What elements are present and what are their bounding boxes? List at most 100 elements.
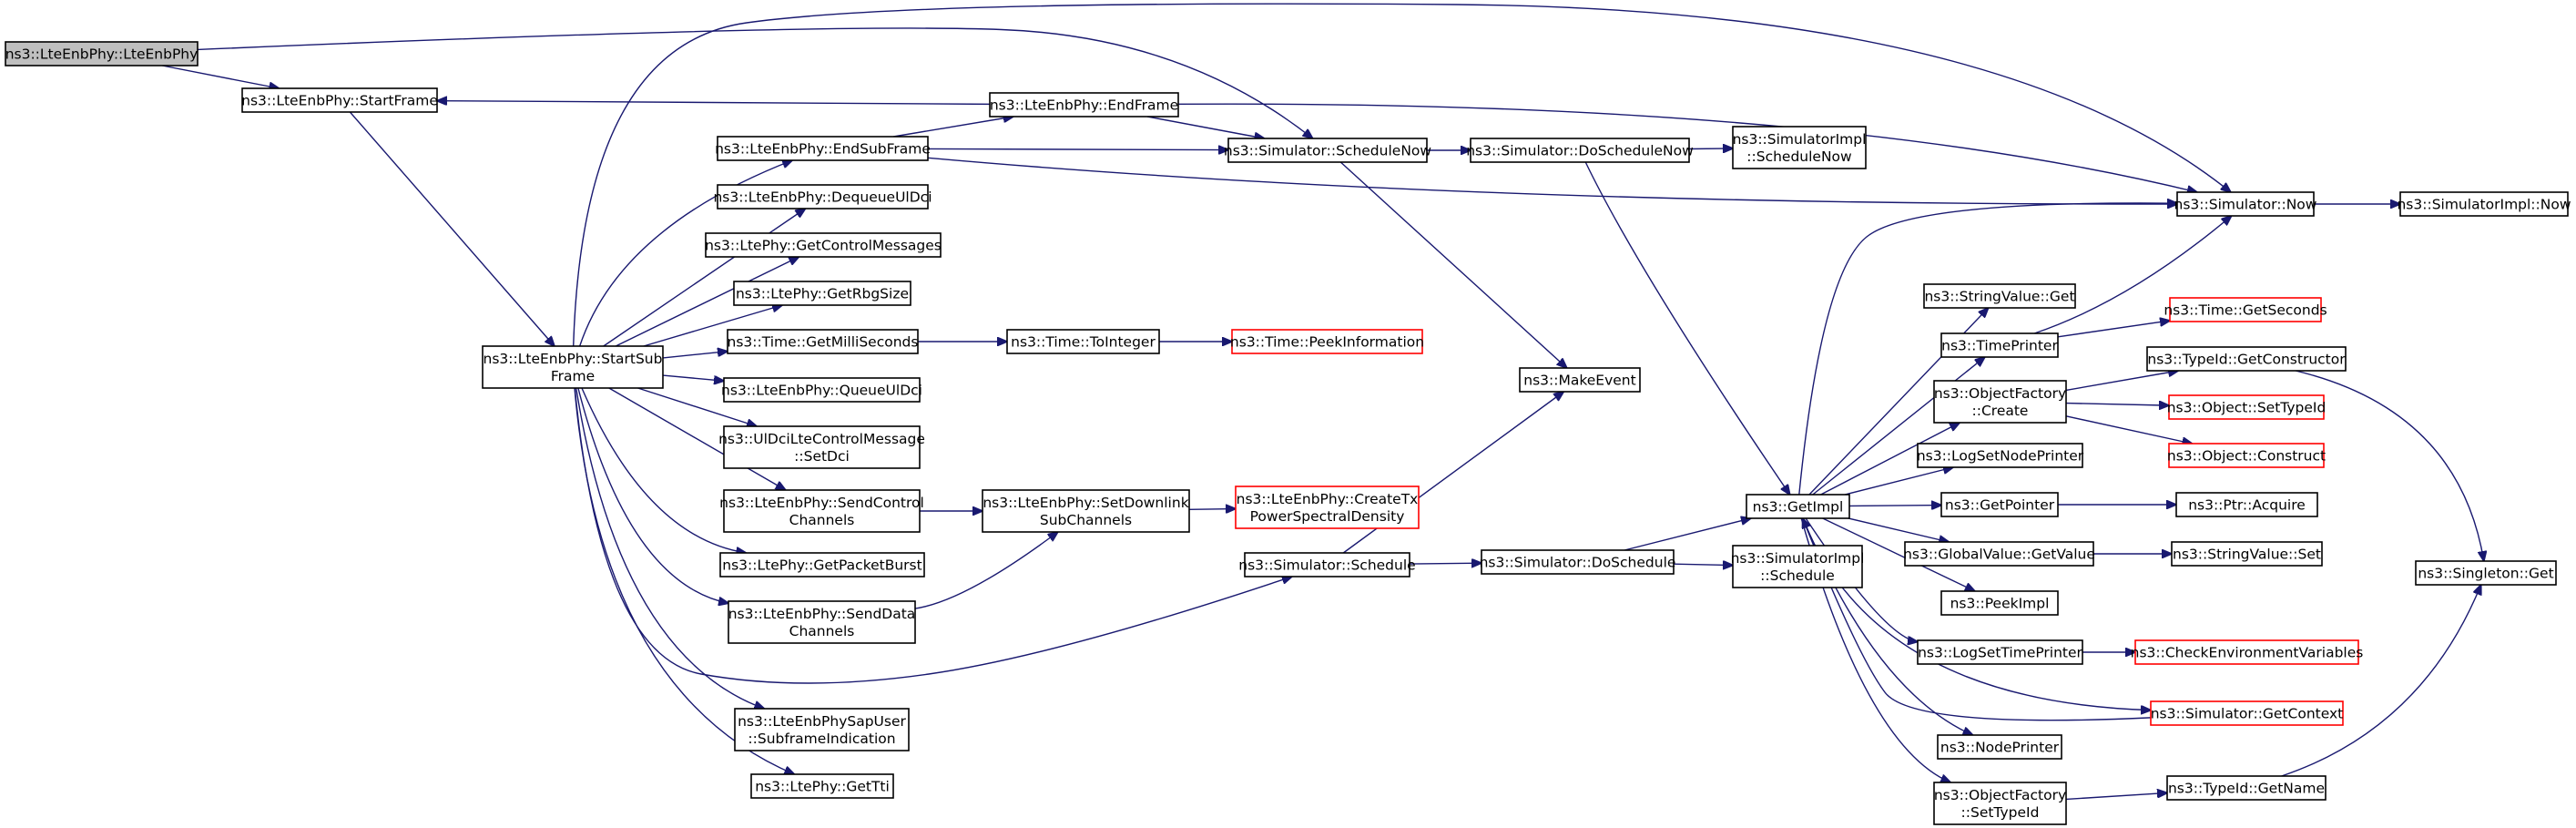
node-box[interactable] [2171, 541, 2323, 567]
node-doschedule[interactable]: ns3::Simulator::DoSchedule [1480, 549, 1676, 575]
node-box[interactable] [1470, 138, 1690, 163]
node-box[interactable] [723, 489, 921, 533]
node-box[interactable] [717, 136, 929, 161]
node-box[interactable] [1940, 332, 2059, 358]
node-schedulenow[interactable]: ns3::Simulator::ScheduleNow [1224, 138, 1431, 163]
node-box[interactable] [1933, 782, 2067, 825]
node-queueuldci[interactable]: ns3::LteEnbPhy::QueueUlDci [721, 377, 922, 403]
node-getpointer[interactable]: ns3::GetPointer [1940, 492, 2059, 517]
node-simulator_now[interactable]: ns3::Simulator::Now [2174, 191, 2317, 217]
node-box[interactable] [5, 41, 199, 66]
node-schedule[interactable]: ns3::Simulator::Schedule [1238, 552, 1416, 578]
node-box[interactable] [1519, 367, 1641, 393]
node-stringvalue_set[interactable]: ns3::StringValue::Set [2171, 541, 2323, 567]
node-box[interactable] [723, 425, 921, 469]
node-simimpl_schedulenow[interactable]: ns3::SimulatorImpl::ScheduleNow [1732, 126, 1867, 169]
node-getimpl[interactable]: ns3::GetImpl [1746, 494, 1850, 519]
node-startframe[interactable]: ns3::LteEnbPhy::StartFrame [241, 87, 438, 113]
node-box[interactable] [1227, 138, 1428, 163]
node-time_getseconds[interactable]: ns3::Time::GetSeconds [2164, 297, 2327, 322]
node-typeid_getname[interactable]: ns3::TypeId::GetName [2166, 775, 2327, 801]
node-box[interactable] [1933, 380, 2067, 424]
node-box[interactable] [1732, 545, 1863, 588]
node-box[interactable] [733, 281, 911, 306]
node-logsettimeprinter[interactable]: ns3::LogSetTimePrinter [1917, 639, 2083, 665]
node-endframe[interactable]: ns3::LteEnbPhy::EndFrame [989, 92, 1179, 118]
node-box[interactable] [1904, 541, 2094, 567]
node-box[interactable] [728, 600, 916, 644]
node-box[interactable] [1244, 552, 1410, 578]
node-getrbgsize[interactable]: ns3::LtePhy::GetRbgSize [733, 281, 911, 306]
node-globalvalue_getvalue[interactable]: ns3::GlobalValue::GetValue [1903, 541, 2095, 567]
node-box[interactable] [1940, 590, 2059, 616]
node-subframeindication[interactable]: ns3::LteEnbPhySapUser::SubframeIndicatio… [734, 708, 910, 751]
node-objectfactory_create[interactable]: ns3::ObjectFactory::Create [1933, 380, 2067, 424]
node-box[interactable] [2150, 700, 2344, 726]
node-box[interactable] [2146, 346, 2347, 372]
node-tointeger[interactable]: ns3::Time::ToInteger [1006, 329, 1160, 354]
node-checkenvvars[interactable]: ns3::CheckEnvironmentVariables [2131, 639, 2364, 665]
node-box[interactable] [2168, 394, 2325, 420]
node-box[interactable] [2168, 443, 2325, 468]
node-box[interactable] [719, 552, 925, 578]
node-stringvalue_get[interactable]: ns3::StringValue::Get [1923, 283, 2076, 309]
node-box[interactable] [1746, 494, 1850, 519]
node-box[interactable] [705, 232, 942, 258]
node-simulator_getcontext[interactable]: ns3::Simulator::GetContext [2150, 700, 2344, 726]
node-box[interactable] [2134, 639, 2359, 665]
node-box[interactable] [1235, 486, 1420, 529]
node-box[interactable] [1923, 283, 2076, 309]
node-uldcisetdci[interactable]: ns3::UlDciLteControlMessage::SetDci [718, 425, 925, 469]
node-logsetnodeprinter[interactable]: ns3::LogSetNodePrinter [1917, 443, 2084, 468]
node-box[interactable] [717, 184, 929, 210]
node-createtxpsd[interactable]: ns3::LteEnbPhy::CreateTxPowerSpectralDen… [1235, 486, 1420, 529]
node-endsubframe[interactable]: ns3::LteEnbPhy::EndSubFrame [715, 136, 931, 161]
node-box[interactable] [241, 87, 438, 113]
node-timeprinter[interactable]: ns3::TimePrinter [1940, 332, 2059, 358]
node-box[interactable] [2175, 492, 2318, 517]
node-ptr_acquire[interactable]: ns3::Ptr::Acquire [2175, 492, 2318, 517]
node-box[interactable] [1481, 549, 1675, 575]
node-dequeueuldci[interactable]: ns3::LteEnbPhy::DequeueUlDci [713, 184, 932, 210]
node-box[interactable] [750, 773, 894, 799]
node-box[interactable] [2166, 775, 2327, 801]
node-getpacketburst[interactable]: ns3::LtePhy::GetPacketBurst [719, 552, 925, 578]
node-peekinformation[interactable]: ns3::Time::PeekInformation [1230, 329, 1424, 354]
node-box[interactable] [1732, 126, 1867, 169]
node-objectfactory_settypeid[interactable]: ns3::ObjectFactory::SetTypeId [1933, 782, 2067, 825]
node-box[interactable] [1231, 329, 1423, 354]
node-peekimpl[interactable]: ns3::PeekImpl [1940, 590, 2059, 616]
node-box[interactable] [1940, 492, 2059, 517]
node-nodeprinter[interactable]: ns3::NodePrinter [1937, 734, 2062, 760]
node-box[interactable] [2169, 297, 2322, 322]
node-gettti[interactable]: ns3::LtePhy::GetTti [750, 773, 894, 799]
node-typeid_getconstructor[interactable]: ns3::TypeId::GetConstructor [2146, 346, 2347, 372]
node-simimpl_now[interactable]: ns3::SimulatorImpl::Now [2397, 191, 2571, 217]
node-simimpl_schedule[interactable]: ns3::SimulatorImpl::Schedule [1731, 545, 1865, 588]
node-object_settypeid[interactable]: ns3::Object::SetTypeId [2167, 394, 2327, 420]
node-box[interactable] [727, 329, 919, 354]
node-makeevent[interactable]: ns3::MakeEvent [1519, 367, 1641, 393]
node-box[interactable] [982, 489, 1190, 533]
node-box[interactable] [1917, 639, 2083, 665]
node-object_construct[interactable]: ns3::Object::Construct [2167, 443, 2326, 468]
node-getcontrolmessages[interactable]: ns3::LtePhy::GetControlMessages [705, 232, 942, 258]
node-box[interactable] [734, 708, 910, 751]
node-lteenbphy_ctor[interactable]: ns3::LteEnbPhy::LteEnbPhy [5, 41, 199, 66]
node-box[interactable] [2176, 191, 2315, 217]
node-box[interactable] [989, 92, 1179, 118]
node-box[interactable] [482, 345, 664, 389]
node-singleton_get[interactable]: ns3::Singleton::Get [2415, 560, 2557, 586]
node-box[interactable] [1006, 329, 1160, 354]
node-box[interactable] [2415, 560, 2557, 586]
node-box[interactable] [2399, 191, 2569, 217]
node-doschedulenow[interactable]: ns3::Simulator::DoScheduleNow [1466, 138, 1694, 163]
node-getmilliseconds[interactable]: ns3::Time::GetMilliSeconds [727, 329, 919, 354]
node-box[interactable] [1937, 734, 2062, 760]
node-box[interactable] [723, 377, 921, 403]
node-box[interactable] [1917, 443, 2083, 468]
